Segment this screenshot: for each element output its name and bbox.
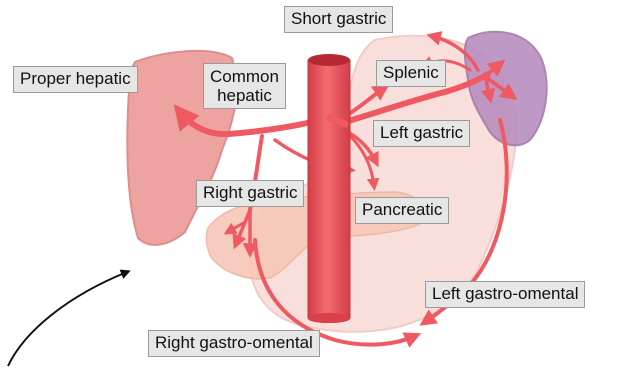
label-proper-hepatic: Proper hepatic [13, 66, 138, 93]
label-right-gastro-omental: Right gastro-omental [148, 330, 320, 357]
label-common-hepatic-line1: Common [210, 67, 279, 86]
label-splenic: Splenic [376, 60, 446, 87]
label-short-gastric: Short gastric [284, 6, 393, 33]
aorta-bottom [308, 313, 350, 323]
label-pancreatic: Pancreatic [355, 197, 449, 224]
label-right-gastric: Right gastric [196, 180, 304, 207]
aorta [308, 60, 350, 323]
label-common-hepatic: Common hepatic [203, 63, 286, 109]
label-common-hepatic-line2: hepatic [210, 86, 279, 105]
aorta-top [308, 54, 350, 66]
label-left-gastro-omental: Left gastro-omental [425, 281, 585, 308]
pointer-arrow [8, 272, 127, 366]
label-left-gastric: Left gastric [373, 120, 470, 147]
